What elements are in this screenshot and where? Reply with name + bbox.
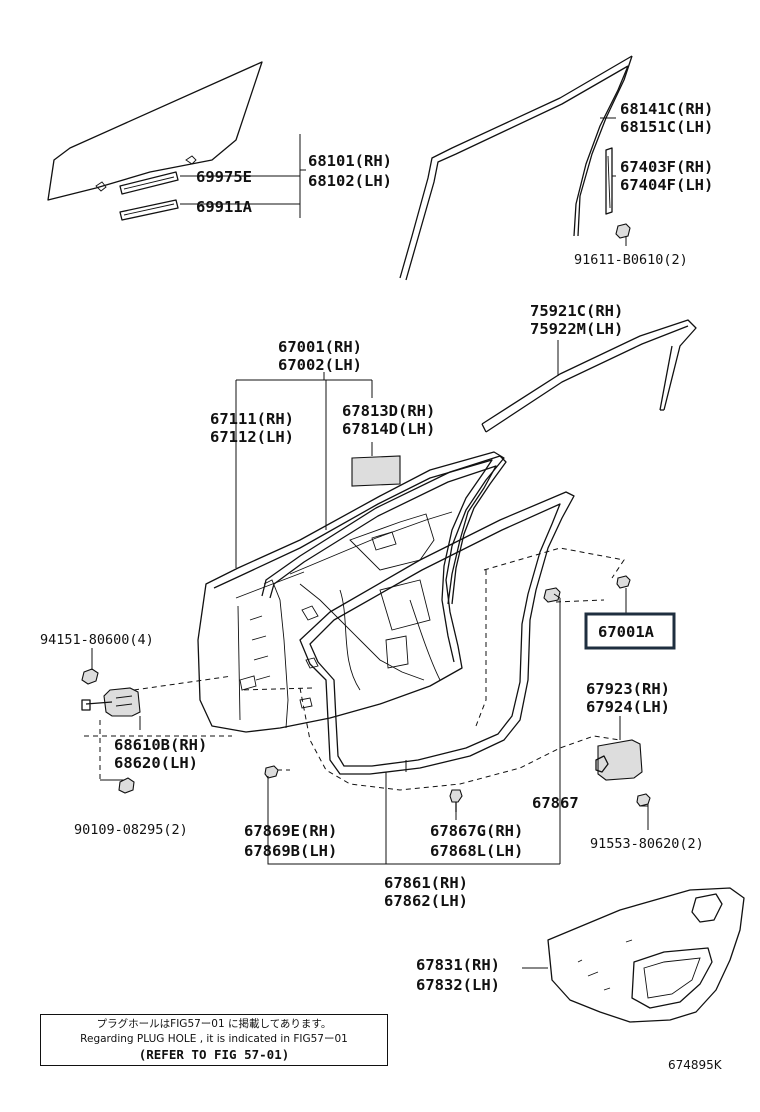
rear-lower-run bbox=[605, 147, 613, 215]
leader-glass bbox=[180, 134, 306, 218]
inner-door-trim bbox=[547, 887, 745, 1023]
label-door-a: 67001A bbox=[598, 623, 655, 641]
label-check-rh: 68610B(RH) bbox=[114, 736, 207, 754]
label-clip-67867: 67867 bbox=[532, 794, 579, 812]
label-clip-lh: 67869B(LH) bbox=[244, 842, 337, 860]
label-clipg-lh: 67868L(LH) bbox=[430, 842, 523, 860]
leader-glass-run bbox=[600, 117, 627, 246]
door-glass bbox=[47, 61, 263, 201]
label-bolt-90109: 90109-08295(2) bbox=[74, 822, 188, 838]
label-door-rh: 67001(RH) bbox=[278, 338, 362, 356]
clip-67867g-icon bbox=[449, 789, 463, 812]
clip-67869e-icon bbox=[264, 765, 279, 779]
clip-top-icon bbox=[616, 575, 631, 589]
door-sash bbox=[261, 455, 507, 605]
label-pad-lh: 67814D(LH) bbox=[342, 420, 435, 438]
pad-67813d bbox=[351, 455, 401, 487]
figure-id: 674895K bbox=[668, 1058, 722, 1072]
door-check bbox=[81, 687, 141, 717]
label-cover-lh: 67924(LH) bbox=[586, 698, 670, 716]
bolt-91611-icon bbox=[615, 223, 631, 239]
door-weatherstrip bbox=[299, 491, 575, 775]
glass-run bbox=[399, 55, 633, 281]
note-line-english: Regarding PLUG HOLE , it is indicated in… bbox=[80, 1033, 348, 1045]
label-weather-lh: 75922M(LH) bbox=[530, 320, 623, 338]
bolt-94151-icon bbox=[81, 668, 99, 685]
note-refer-link[interactable]: (REFER TO FIG 57-01) bbox=[138, 1047, 290, 1062]
label-strip-rh: 67861(RH) bbox=[384, 874, 468, 892]
label-run-lh: 68151C(LH) bbox=[620, 118, 713, 136]
leader-lines bbox=[91, 372, 649, 969]
label-bolt-91553: 91553-80620(2) bbox=[590, 836, 704, 852]
label-cover-rh: 67923(RH) bbox=[586, 680, 670, 698]
label-door-lh: 67002(LH) bbox=[278, 356, 362, 374]
door-shell bbox=[197, 451, 505, 733]
label-glass-rh: 68101(RH) bbox=[308, 152, 392, 170]
label-run-rh: 68141C(RH) bbox=[620, 100, 713, 118]
label-weather-rh: 75921C(RH) bbox=[530, 302, 623, 320]
label-check-lh: 68620(LH) bbox=[114, 754, 198, 772]
label-trim-lh: 67832(LH) bbox=[416, 976, 500, 994]
label-clip-rh: 67869E(RH) bbox=[244, 822, 337, 840]
label-glass-lh: 68102(LH) bbox=[308, 172, 392, 190]
outer-weatherstrip bbox=[481, 319, 697, 433]
label-clipg-rh: 67867G(RH) bbox=[430, 822, 523, 840]
highlight-box-67001a bbox=[584, 612, 676, 650]
label-69975e: 69975E bbox=[196, 168, 252, 186]
note-line-japanese: プラグホールはFIG57ー01 に掲載してあります。 bbox=[96, 1018, 332, 1030]
glass-channel-69975e bbox=[119, 171, 179, 195]
label-bolt-94151: 94151-80600(4) bbox=[40, 632, 154, 648]
label-bolt-91611: 91611-B0610(2) bbox=[574, 252, 688, 268]
dashed-guides bbox=[84, 599, 605, 780]
label-panel-rh: 67111(RH) bbox=[210, 410, 294, 428]
hidden-seal-outline bbox=[299, 547, 625, 791]
label-trim-rh: 67831(RH) bbox=[416, 956, 500, 974]
label-pad-rh: 67813D(RH) bbox=[342, 402, 435, 420]
glass-channel-69911a bbox=[119, 199, 179, 221]
label-rear-run-lh: 67404F(LH) bbox=[620, 176, 713, 194]
label-69911a: 69911A bbox=[196, 198, 253, 216]
label-rear-run-rh: 67403F(RH) bbox=[620, 158, 713, 176]
label-panel-lh: 67112(LH) bbox=[210, 428, 294, 446]
bolt-90109-icon bbox=[118, 777, 135, 794]
label-strip-lh: 67862(LH) bbox=[384, 892, 468, 910]
reference-note-box: プラグホールはFIG57ー01 に掲載してあります。 Regarding PLU… bbox=[40, 1014, 388, 1066]
clip-67867-icon bbox=[543, 587, 561, 603]
cover-67923 bbox=[595, 739, 643, 781]
